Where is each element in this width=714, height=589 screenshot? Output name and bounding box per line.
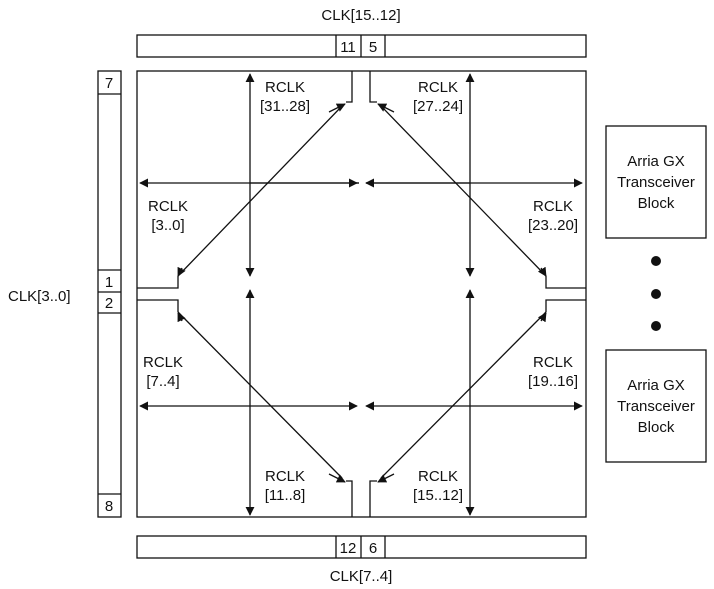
rclk-label: RCLK [418, 468, 458, 485]
rclk-label: RCLK [418, 79, 458, 96]
rclk-range: [23..20] [528, 217, 578, 234]
pin-number: 11 [340, 39, 356, 56]
rclk-range: [11..8] [265, 487, 306, 504]
pin-number: 1 [105, 274, 113, 291]
transceiver-block-2 [605, 349, 707, 463]
rclk-range: [7..4] [146, 373, 179, 390]
device-core [136, 70, 587, 518]
rclk-range: [3..0] [151, 217, 184, 234]
transceiver-block-label: Block [638, 419, 675, 436]
ellipsis-dots [651, 256, 661, 331]
transceiver-block-label: Block [638, 195, 675, 212]
rclk-label: RCLK [265, 79, 305, 96]
transceiver-block-label: Transceiver [617, 398, 695, 415]
rclk-range: [31..28] [260, 98, 310, 115]
rclk-range: [27..24] [413, 98, 463, 115]
transceiver-block-label: Arria GX [627, 153, 685, 170]
rclk-label: RCLK [143, 354, 183, 371]
left-clock-strip [97, 70, 122, 518]
bottom-clock-label: CLK[7..4] [330, 568, 393, 585]
transceiver-block-label: Transceiver [617, 174, 695, 191]
rclk-label: RCLK [533, 198, 573, 215]
rclk-range: [15..12] [413, 487, 463, 504]
transceiver-block-label: Arria GX [627, 377, 685, 394]
pin-number: 12 [340, 540, 357, 557]
pin-number: 2 [105, 295, 113, 312]
rclk-label: RCLK [533, 354, 573, 371]
top-clock-label: CLK[15..12] [321, 7, 400, 24]
left-clock-label: CLK[3..0] [8, 288, 71, 305]
pin-number: 8 [105, 498, 113, 515]
pin-number: 5 [369, 39, 377, 56]
pin-number: 6 [369, 540, 377, 557]
rclk-range: [19..16] [528, 373, 578, 390]
rclk-label: RCLK [148, 198, 188, 215]
rclk-label: RCLK [265, 468, 305, 485]
pin-number: 7 [105, 75, 113, 92]
transceiver-block-1 [605, 125, 707, 239]
